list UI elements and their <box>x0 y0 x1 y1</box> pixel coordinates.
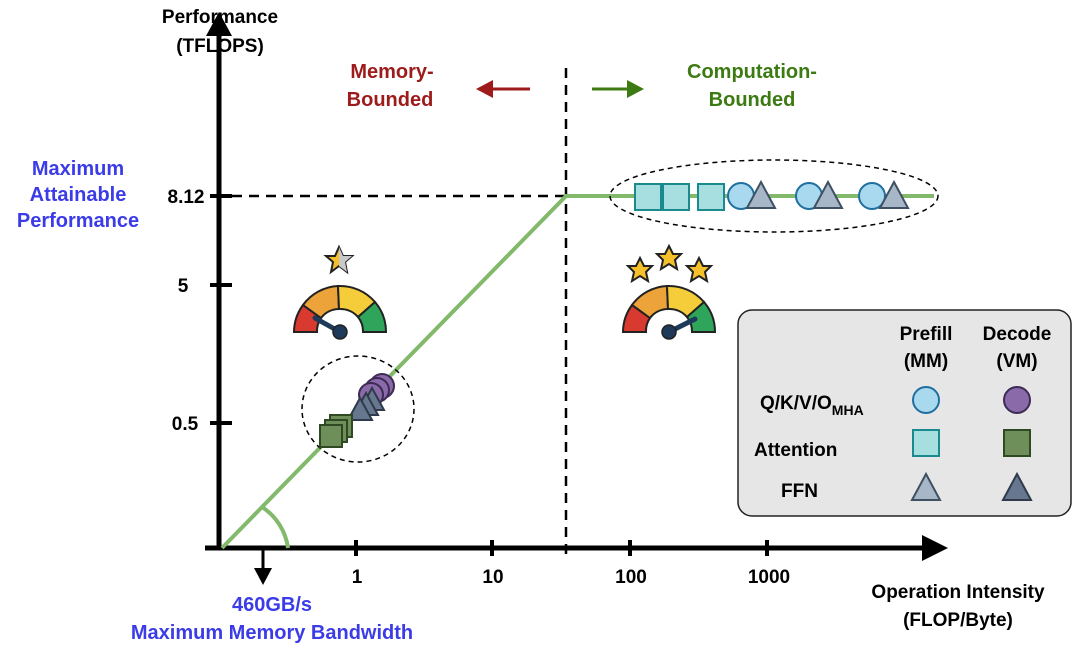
bandwidth-value: 460GB/s <box>232 594 312 616</box>
prefill-triangle-marker <box>745 179 777 209</box>
x-axis-arrowhead <box>922 535 948 561</box>
x-tick-label-1000: 1000 <box>748 567 790 588</box>
prefill-square-marker <box>697 183 725 211</box>
peak-label-line1: Maximum <box>32 158 124 180</box>
memory-bounded-line2: Bounded <box>347 89 434 111</box>
y-axis-arrowhead <box>206 12 232 36</box>
y-tick-label-0-5: 0.5 <box>172 414 199 435</box>
legend-decode-triangle <box>1001 471 1033 501</box>
decode-square-marker <box>319 424 343 448</box>
x-tick-label-1: 1 <box>352 567 363 588</box>
y-tick-label-5: 5 <box>178 276 189 297</box>
legend-decode-line1: Decode <box>983 324 1052 345</box>
memory-bounded-line1: Memory- <box>350 61 433 83</box>
bandwidth-caption: Maximum Memory Bandwidth <box>131 622 413 644</box>
compute-bounded-line2: Bounded <box>709 89 796 111</box>
bandwidth-arrow-head <box>254 568 272 585</box>
decode-cluster-ellipse <box>301 355 415 463</box>
prefill-square-marker <box>634 183 662 211</box>
legend-row-ffn: FFN <box>781 481 818 502</box>
legend-decode-circle <box>1003 386 1031 414</box>
prefill-triangle-marker <box>812 179 844 209</box>
peak-label-line3: Performance <box>17 210 139 232</box>
y-axis-title-line2: (TFLOPS) <box>176 36 264 57</box>
legend-prefill-line1: Prefill <box>900 324 953 345</box>
slope-angle-arc <box>260 505 290 549</box>
peak-label-line2: Attainable <box>30 184 127 206</box>
legend-decode-line2: (VM) <box>996 351 1037 372</box>
legend: Prefill (MM) Decode (VM) Q/K/V/OMHA Atte… <box>737 309 1072 517</box>
prefill-cluster-markers <box>634 179 910 211</box>
legend-box <box>737 309 1072 517</box>
prefill-circle-marker <box>858 182 886 210</box>
compute-bounded-line1: Computation- <box>687 61 817 83</box>
memory-arrow-head <box>476 80 493 98</box>
decode-triangle-marker <box>346 395 374 421</box>
prefill-triangle-marker <box>878 179 910 209</box>
prefill-cluster-ellipse <box>609 159 939 233</box>
legend-row-qkvo: Q/K/V/OMHA <box>760 393 864 418</box>
legend-prefill-square <box>912 429 940 457</box>
y-axis-title-line1: Performance <box>162 7 278 28</box>
prefill-square-marker <box>662 183 690 211</box>
x-axis-title-line2: (FLOP/Byte) <box>903 610 1013 631</box>
legend-prefill-line2: (MM) <box>904 351 948 372</box>
y-tick-label-8-12: 8.12 <box>168 187 205 208</box>
decode-cluster-markers <box>319 373 395 448</box>
star-half-icon <box>323 244 355 275</box>
three-stars-icon <box>625 243 714 284</box>
x-tick-label-100: 100 <box>615 567 647 588</box>
legend-row-attention: Attention <box>754 440 837 461</box>
legend-prefill-triangle <box>910 471 942 501</box>
speedometer-low-icon <box>292 284 388 340</box>
x-tick-label-10: 10 <box>482 567 503 588</box>
speedometer-high-icon <box>621 284 717 340</box>
compute-arrow-head <box>627 80 644 98</box>
legend-decode-square <box>1003 429 1031 457</box>
legend-prefill-circle <box>912 386 940 414</box>
x-axis-title-line1: Operation Intensity <box>871 582 1045 603</box>
